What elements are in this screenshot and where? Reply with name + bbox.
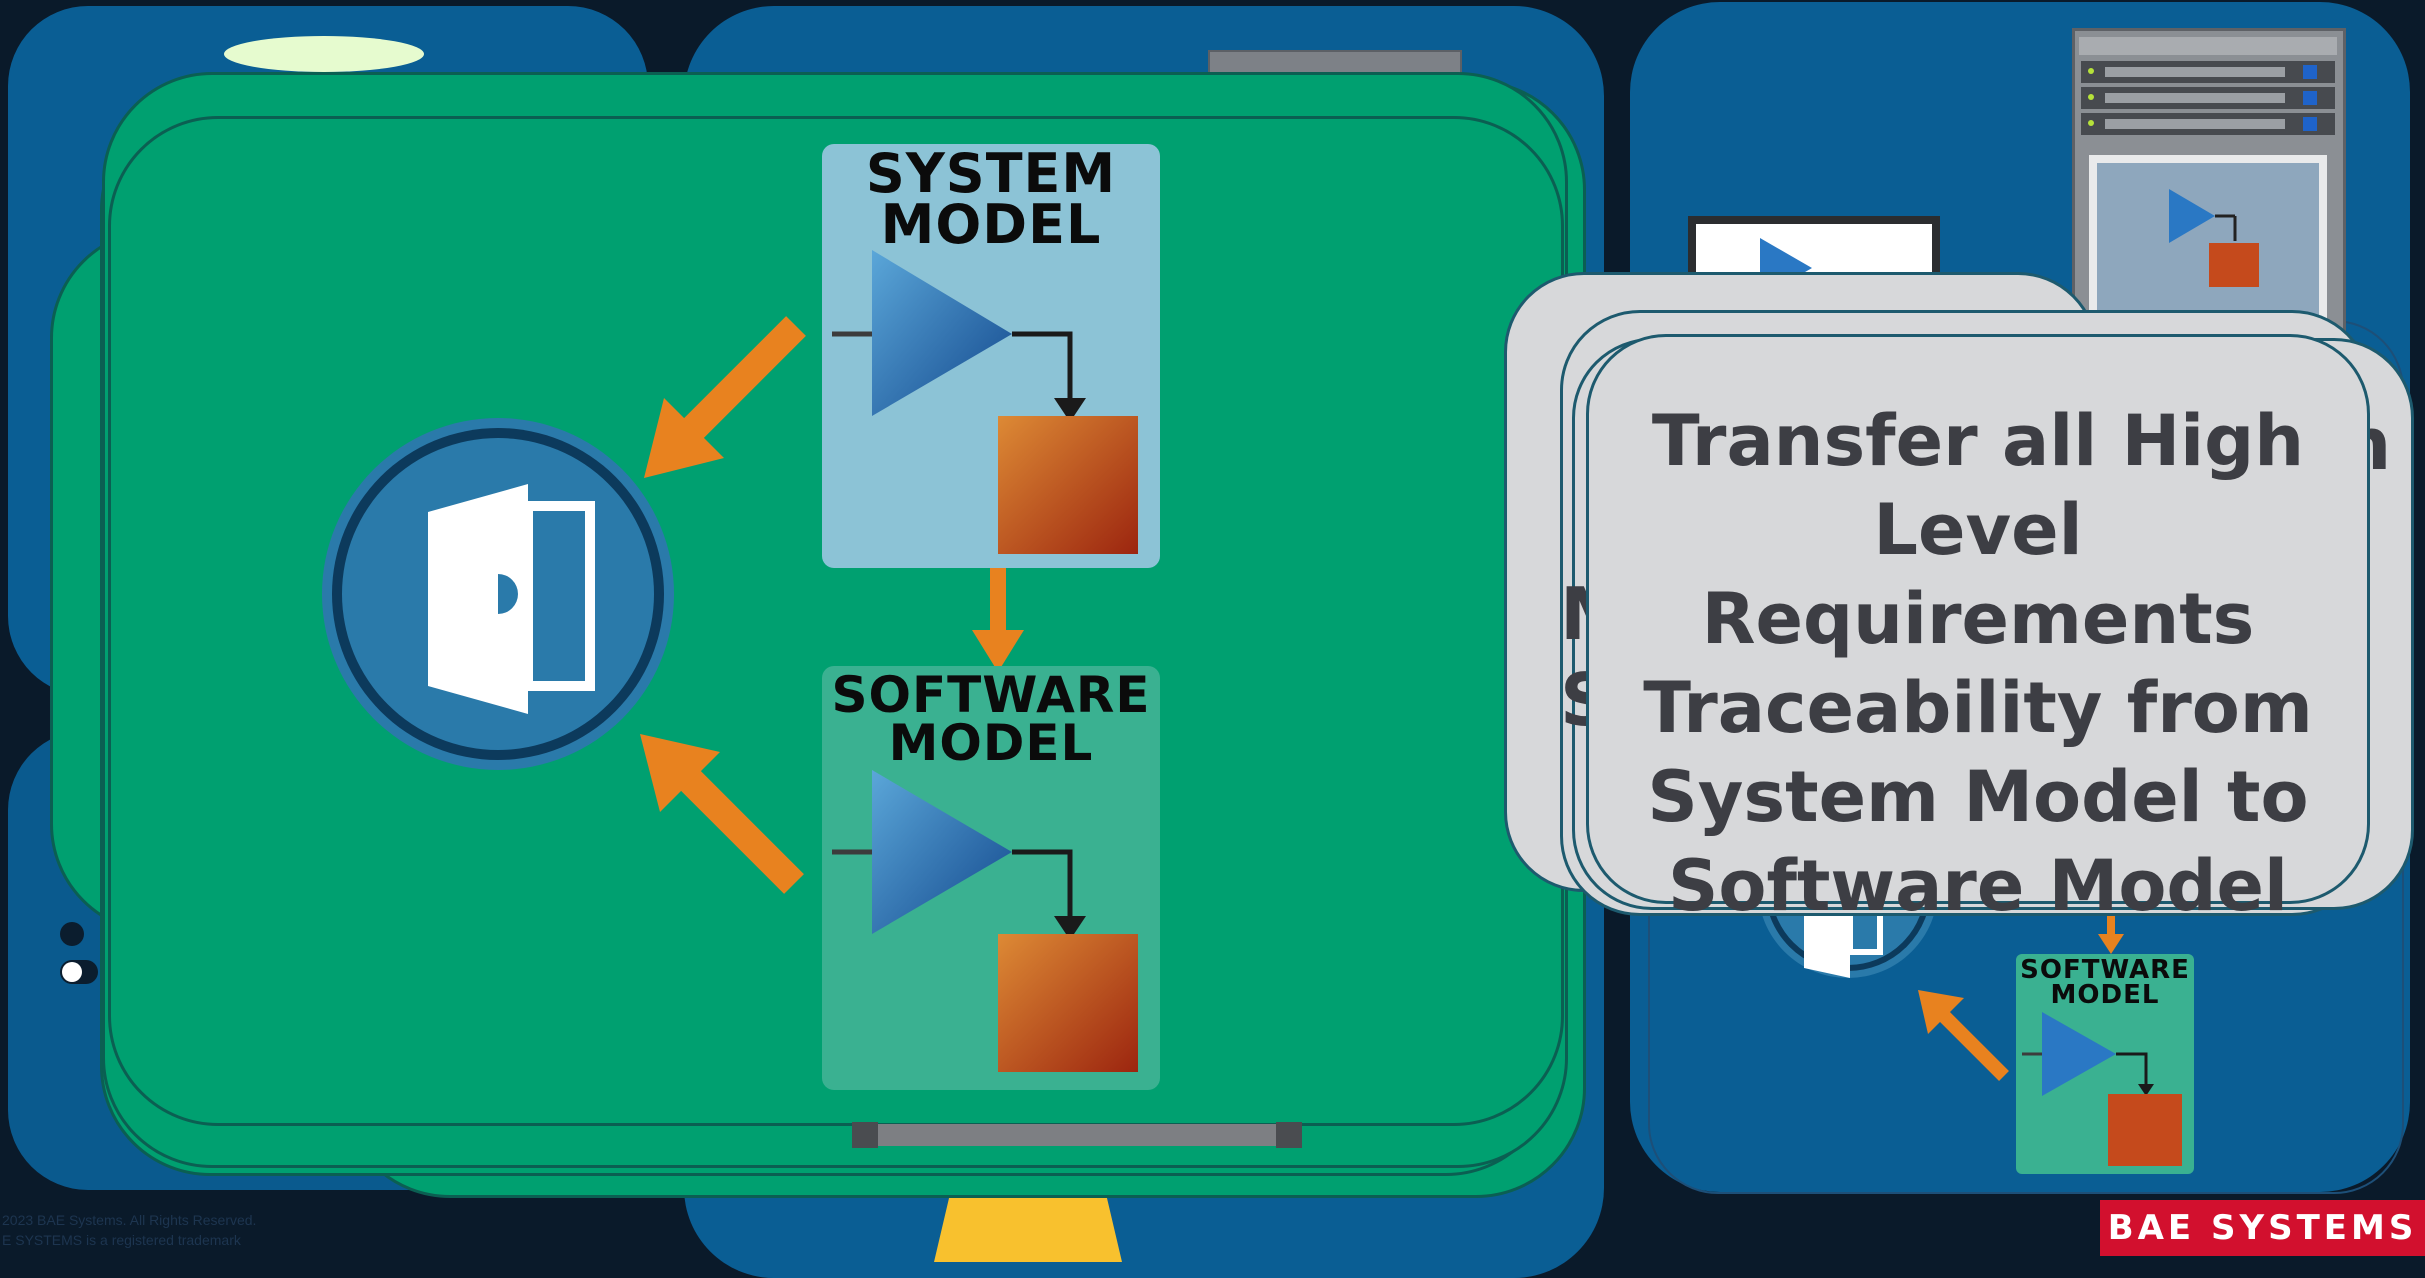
amplifier-triangle-icon [872,250,1012,416]
toggle-icon [60,922,84,946]
arrow-system-to-software [972,568,1024,672]
monitor-base-bar [852,1122,1302,1148]
brand-logo: BAE SYSTEMS [2100,1200,2425,1256]
block-square-icon [998,934,1138,1072]
toggle-icon [60,960,98,984]
copyright-line-1: 2023 BAE Systems. All Rights Reserved. [2,1212,257,1228]
callout-text: Transfer all High Level Requirements Tra… [1643,400,2313,927]
monitor-stand [934,1198,1122,1262]
callout-card-main: Transfer all High Level Requirements Tra… [1586,334,2370,927]
copyright-line-2: E SYSTEMS is a registered trademark [2,1232,241,1248]
server-rack-icon [2072,28,2346,334]
block-square-icon [998,416,1138,554]
door-open-icon [322,418,674,770]
arrow-system-to-door [644,316,806,478]
amplifier-triangle-icon [872,770,1012,934]
cylinder-top-decoration [224,36,424,72]
arrow-software-to-door [640,734,804,894]
arrow-mini-down [2098,906,2124,954]
arrow-mini-software-to-door [1918,990,2009,1081]
